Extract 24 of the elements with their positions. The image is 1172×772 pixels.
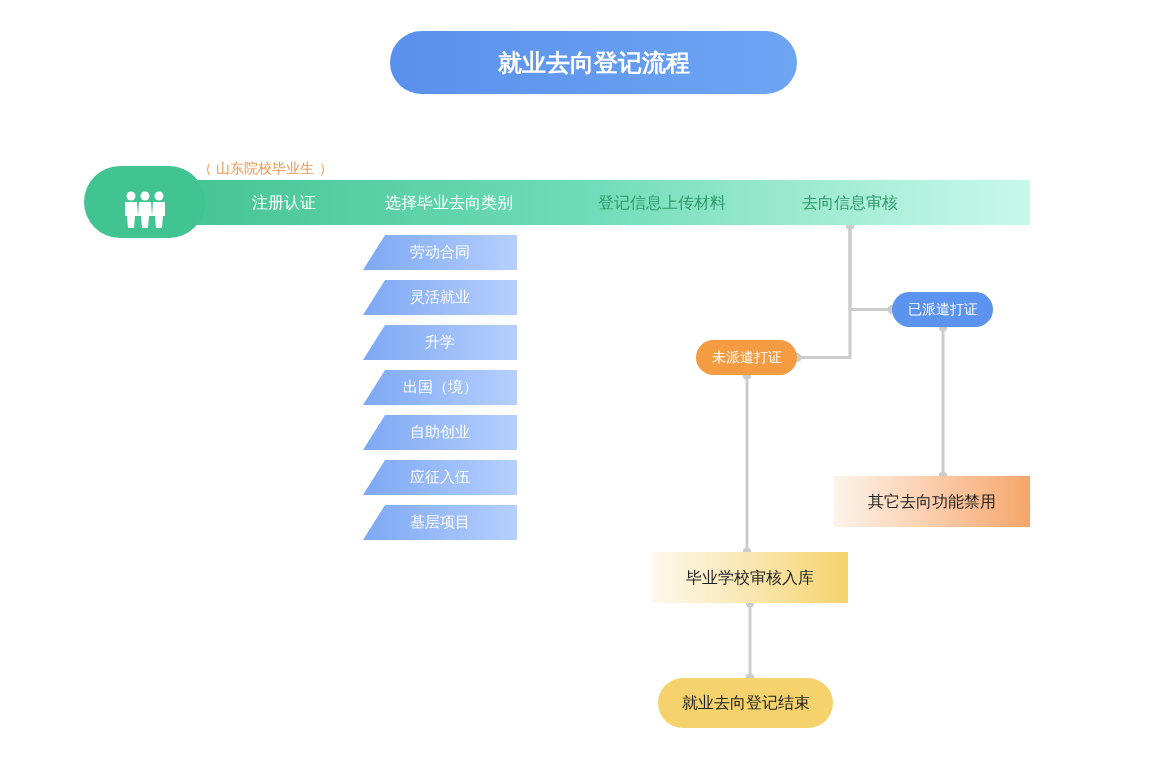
title-pill: 就业去向登记流程	[390, 31, 797, 94]
node-label: 登记信息上传材料	[597, 191, 726, 214]
node-label: 应征入伍	[410, 467, 470, 489]
note-text: （ 山东院校毕业生 ）	[198, 159, 333, 178]
status-pill	[892, 292, 993, 327]
node-label: 出国（境）	[402, 377, 478, 399]
node-label: 已派遣打证	[907, 300, 978, 319]
node-label: 就业去向登记结束	[681, 692, 810, 714]
node-label: 灵活就业	[410, 287, 470, 309]
process-box	[652, 552, 848, 603]
node-label: 毕业学校审核入库	[686, 566, 814, 589]
node-label: 劳动合同	[410, 242, 470, 264]
node-label: 升学	[425, 332, 455, 354]
node-label: 注册认证	[252, 191, 316, 214]
node-label: 自助创业	[410, 422, 470, 444]
node-label: 基层项目	[410, 512, 470, 534]
node-label: 去向信息审核	[802, 191, 898, 214]
process-box	[834, 476, 1030, 527]
process-band	[84, 158, 1030, 238]
node-label: 未派遣打证	[711, 348, 782, 367]
end-pill	[658, 678, 833, 728]
node-label: 其它去向功能禁用	[868, 490, 996, 513]
status-pill	[696, 340, 797, 375]
node-label: 选择毕业去向类别	[385, 191, 513, 214]
